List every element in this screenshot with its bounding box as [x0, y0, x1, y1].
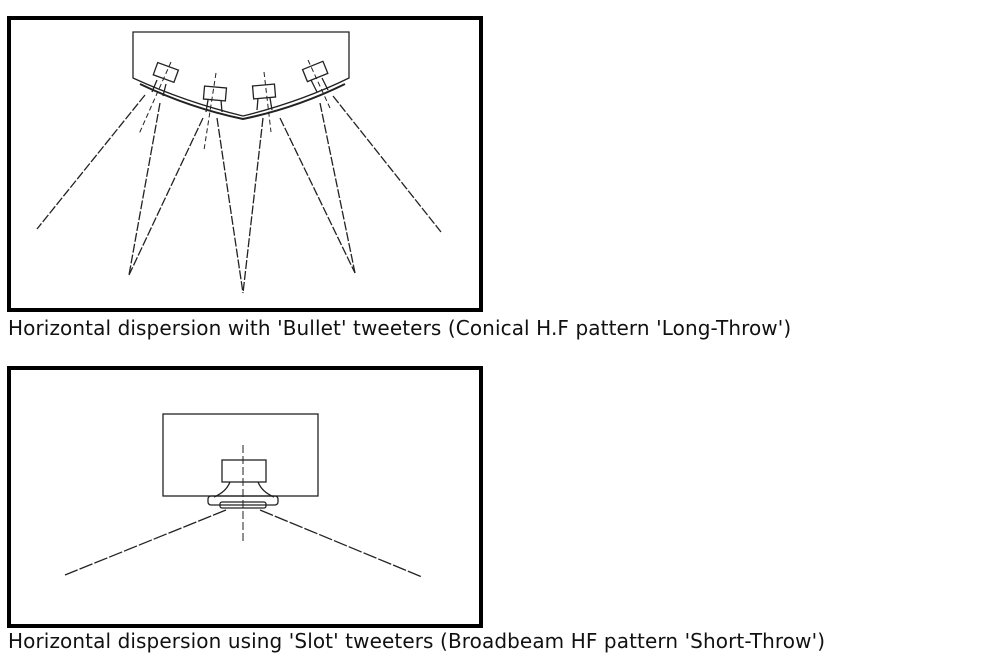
dispersion-lines	[64, 509, 423, 578]
speaker-cabinet-curved	[132, 31, 350, 117]
speaker-cabinet	[162, 413, 319, 497]
bullet-tweeter-diagram	[7, 16, 483, 312]
dispersion-lines	[36, 94, 442, 294]
bullet-tweeter-3	[251, 83, 277, 111]
slot-tweeter-diagram	[7, 366, 483, 628]
bullet-tweeter-2	[202, 85, 228, 113]
figure-caption-bullet: Horizontal dispersion with 'Bullet' twee…	[8, 316, 792, 340]
figure-frame	[7, 366, 483, 628]
figure-frame	[7, 16, 483, 312]
axis-lines	[138, 59, 331, 151]
bullet-tweeter-4	[301, 60, 329, 93]
baffle-flange	[139, 83, 346, 121]
figure-caption-slot: Horizontal dispersion using 'Slot' tweet…	[8, 629, 826, 653]
